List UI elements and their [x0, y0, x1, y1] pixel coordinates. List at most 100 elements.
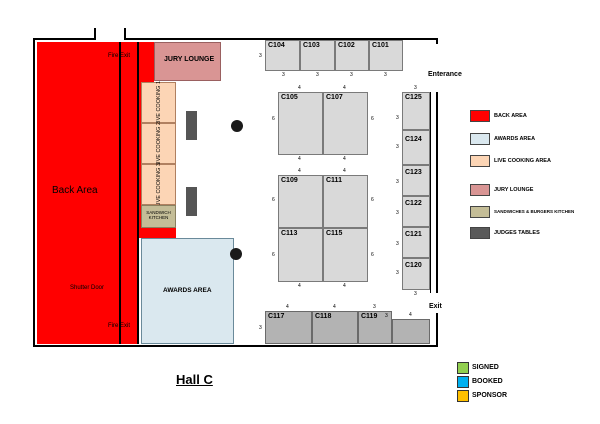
booth-c103[interactable]: C103	[300, 40, 335, 71]
booth-c107[interactable]: C107	[323, 92, 368, 155]
booth-c103-id: C103	[303, 42, 320, 49]
booth-c104-id: C104	[268, 42, 285, 49]
booth-c123-id: C123	[405, 169, 422, 176]
awards-area-label: AWARDS AREA	[163, 287, 212, 294]
back-area-wall-2	[137, 42, 139, 344]
booth-c122-id: C122	[405, 200, 422, 207]
top-notch-gap	[96, 38, 124, 41]
booth-c119[interactable]: C119	[358, 311, 392, 344]
booth-c123[interactable]: C123	[402, 165, 430, 196]
dim-c125-h: 3	[396, 115, 399, 121]
booth-c120[interactable]: C120	[402, 258, 430, 290]
dim-c115-side: 6	[371, 252, 374, 258]
dim-c104-h: 3	[259, 53, 262, 59]
exit-gap	[431, 293, 443, 313]
booth-bottom-end[interactable]	[392, 319, 430, 344]
dim-c111-top: 4	[343, 168, 346, 174]
round-table-3	[230, 248, 242, 260]
booth-c118[interactable]: C118	[312, 311, 358, 344]
dim-c107-top: 4	[343, 85, 346, 91]
dim-c120-w: 3	[414, 291, 417, 297]
status-swatch-signed	[457, 362, 469, 374]
dim-c119-side: 3	[385, 313, 388, 319]
booth-c113[interactable]: C113	[278, 228, 323, 282]
live-cooking-1: LIVE COOKING 1	[141, 80, 176, 125]
booth-c105-id: C105	[281, 94, 298, 101]
booth-c115[interactable]: C115	[323, 228, 368, 282]
fire-exit-top-label: Fire Exit	[108, 53, 131, 59]
booth-c122[interactable]: C122	[402, 196, 430, 227]
dim-c118-top: 4	[333, 304, 336, 310]
dim-c117-side: 3	[259, 325, 262, 331]
jury-lounge-label: JURY LOUNGE	[164, 56, 215, 63]
legend-swatch-awards-area	[470, 133, 490, 145]
dim-c105-bottom: 4	[298, 156, 301, 162]
shutter-door-label: Shutter Door	[70, 285, 105, 291]
live-cooking-2-label: LIVE COOKING 2	[155, 121, 162, 166]
booth-c124[interactable]: C124	[402, 130, 430, 165]
dim-c109-top: 4	[298, 168, 301, 174]
sandwich-kitchen-label: SANDWICH KITCHEN	[146, 210, 171, 220]
dim-c103-w: 3	[316, 72, 319, 78]
booth-c104[interactable]: C104	[265, 40, 300, 71]
legend-label-back-area: BACK AREA	[494, 113, 527, 119]
booth-c111[interactable]: C111	[323, 175, 368, 228]
booth-c101-id: C101	[372, 42, 389, 49]
live-cooking-1-label: LIVE COOKING 1	[155, 80, 162, 125]
dim-c124-h: 3	[396, 144, 399, 150]
entrance-gap	[431, 44, 443, 92]
booth-c115-id: C115	[326, 230, 343, 237]
dim-c113-bottom: 4	[298, 283, 301, 289]
dim-c104-w: 3	[282, 72, 285, 78]
booth-c121[interactable]: C121	[402, 227, 430, 258]
dim-c119-top: 3	[373, 304, 376, 310]
dim-c101-w: 3	[384, 72, 387, 78]
dim-c102-w: 3	[350, 72, 353, 78]
dim-c113-side: 6	[272, 252, 275, 258]
inner-right-wall	[430, 92, 431, 293]
legend-label-judges-tables: JUDGES TABLES	[494, 230, 540, 236]
dim-c123-h: 3	[396, 179, 399, 185]
booth-c107-id: C107	[326, 94, 343, 101]
booth-c117-id: C117	[268, 313, 285, 320]
booth-c113-id: C113	[281, 230, 298, 237]
dim-c117-top: 4	[286, 304, 289, 310]
dim-c122-h: 3	[396, 210, 399, 216]
legend-label-live-cooking: LIVE COOKING AREA	[494, 158, 551, 164]
legend-swatch-sandwich-kitchen	[470, 206, 490, 218]
dim-c107-side: 6	[371, 116, 374, 122]
legend-swatch-jury-lounge	[470, 184, 490, 196]
hall-title: Hall C	[176, 372, 213, 387]
legend-swatch-live-cooking	[470, 155, 490, 167]
booth-c121-id: C121	[405, 231, 422, 238]
judges-table-1	[186, 111, 197, 140]
fire-exit-bottom-label: Fire Exit	[108, 323, 131, 329]
booth-c124-id: C124	[405, 136, 422, 143]
back-area-wall	[119, 42, 121, 344]
booth-c105[interactable]: C105	[278, 92, 323, 155]
booth-c125-id: C125	[405, 94, 422, 101]
status-label-booked: BOOKED	[472, 378, 503, 385]
booth-c117[interactable]: C117	[265, 311, 312, 344]
dim-c115-bottom: 4	[343, 283, 346, 289]
entrance-label: Enterance	[428, 71, 462, 78]
back-area-extension-2	[154, 228, 176, 238]
live-cooking-2: LIVE COOKING 2	[141, 121, 176, 166]
booth-c125[interactable]: C125	[402, 92, 430, 130]
live-cooking-3: LIVE COOKING 3	[141, 162, 176, 207]
status-swatch-booked	[457, 376, 469, 388]
exit-label: Exit	[429, 303, 442, 310]
booth-c120-id: C120	[405, 262, 422, 269]
legend-label-jury-lounge: JURY LOUNGE	[494, 187, 534, 193]
booth-c101[interactable]: C101	[369, 40, 403, 71]
legend-swatch-judges-tables	[470, 227, 490, 239]
legend-label-sandwich-kitchen: SANDWICHES & BURGERS KITCHEN	[494, 209, 575, 214]
booth-c102[interactable]: C102	[335, 40, 369, 71]
back-area-label: Back Area	[52, 185, 98, 196]
dim-c121-h: 3	[396, 241, 399, 247]
sandwich-kitchen	[141, 205, 176, 228]
dim-end-top: 4	[409, 312, 412, 318]
booth-c118-id: C118	[315, 313, 332, 320]
booth-c109[interactable]: C109	[278, 175, 323, 228]
status-swatch-sponsor	[457, 390, 469, 402]
